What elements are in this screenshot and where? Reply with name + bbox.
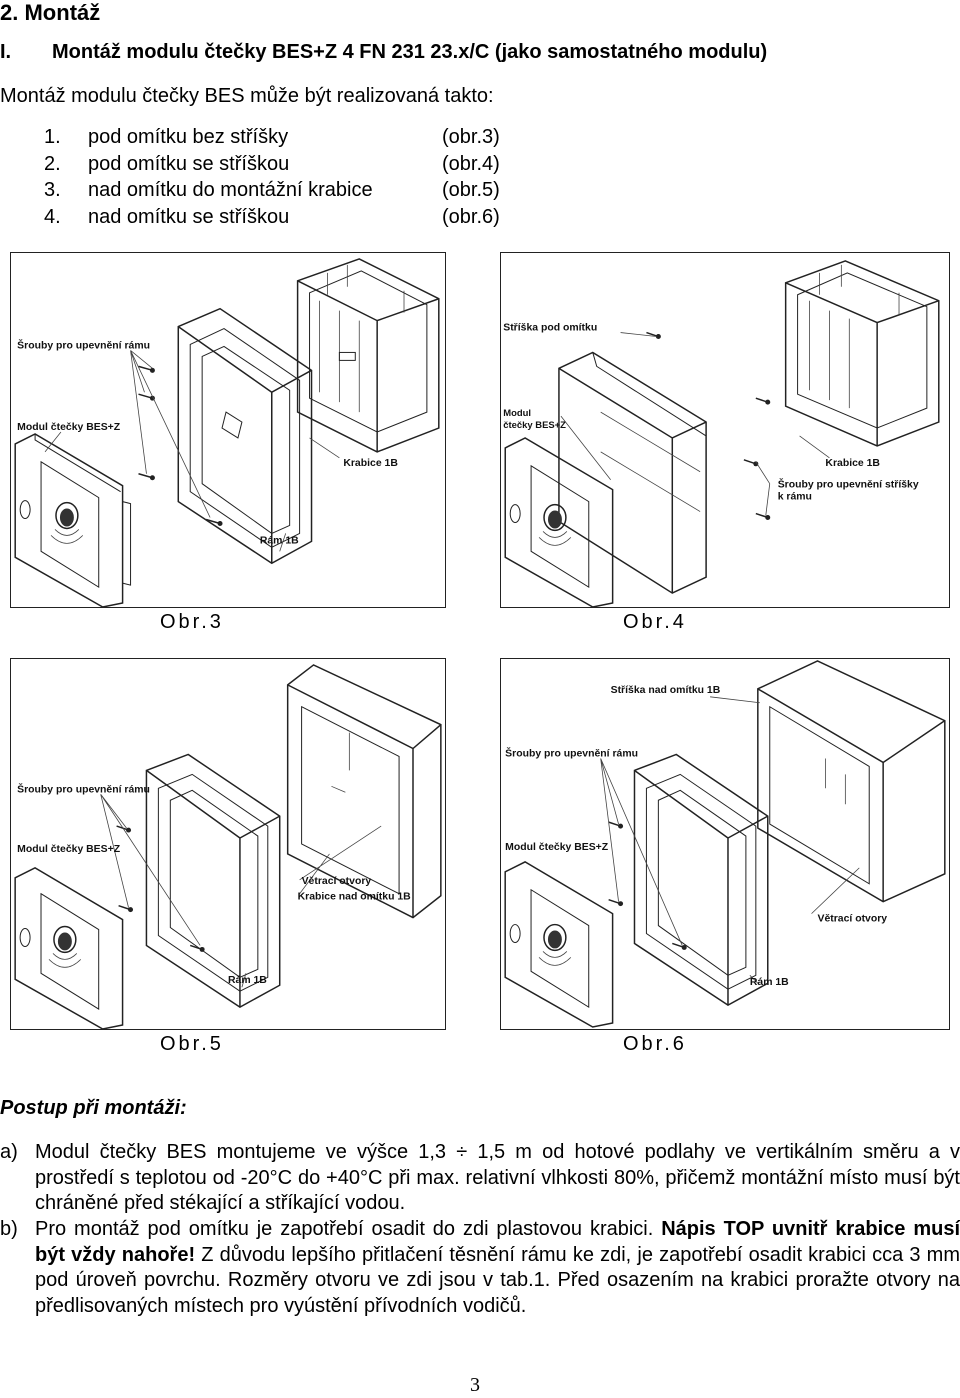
procedure-item-a: a) Modul čtečky BES montujeme ve výšce 1…: [0, 1140, 960, 1217]
surface-box-drawing: [286, 664, 442, 919]
drawing-obr-5: Šrouby pro upevnění rámu Modul čtečky BE…: [14, 664, 442, 1029]
list-item-ref: (obr.4): [442, 152, 500, 175]
drawing-obr-6: Stříška nad omítku 1B Šrouby pro upevněn…: [504, 660, 946, 1028]
label-box: Krabice 1B: [343, 458, 398, 469]
caption-obr-5: Obr.5: [160, 1033, 224, 1055]
drawing-obr-4: Stříška pod omítku Modul čtečky BES+Z Kr…: [503, 260, 940, 607]
label-module-1: Modul: [503, 408, 531, 419]
wall-box-drawing: [296, 258, 440, 453]
screws-drawing: [608, 821, 687, 950]
caption-obr-6: Obr.6: [623, 1033, 687, 1055]
list-item-ref: (obr.6): [442, 205, 500, 228]
label-roof: Stříška nad omítku 1B: [611, 685, 721, 696]
page-number: 3: [470, 1374, 480, 1396]
list-item-text: pod omítku bez stříšky: [88, 126, 289, 148]
section-title: Montáž: [24, 0, 101, 25]
procedure-text-part: Pro montáž pod omítku je zapotřebí osadi…: [35, 1218, 662, 1240]
list-item-ref: (obr.5): [442, 179, 500, 201]
reader-module-drawing: [504, 861, 614, 1028]
reader-module-drawing: [14, 867, 124, 1029]
label-screws: Šrouby pro upevnění rámu: [505, 746, 638, 759]
figure-obr-4: Stříška pod omítku Modul čtečky BES+Z Kr…: [500, 252, 950, 608]
list-item-ref: (obr.3): [442, 126, 500, 148]
section-number: 2.: [0, 0, 19, 25]
procedure-heading: Postup při montáži:: [0, 1097, 187, 1119]
label-screws: Šrouby pro upevnění rámu: [17, 782, 150, 795]
subsection-number: I.: [0, 41, 12, 63]
wall-box-drawing: [784, 260, 940, 447]
subsection-title: Montáž modulu čtečky BES+Z 4 FN 231 23.x…: [52, 41, 768, 63]
list-item: 2. pod omítku se stříškou (obr.4): [44, 151, 500, 178]
procedure-text-part: Z důvodu lepšího přitlačení těsnění rámu…: [35, 1243, 960, 1317]
list-item-number: 1.: [44, 126, 61, 148]
list-item: 1. pod omítku bez stříšky (obr.3): [44, 124, 500, 151]
label-module: Modul čtečky BES+Z: [505, 842, 609, 853]
section-heading: 2. Montáž: [0, 0, 100, 26]
label-vents: Větrací otvory: [818, 914, 888, 925]
frame-drawing: [145, 753, 281, 1008]
roof-drawing: [757, 660, 946, 903]
list-item-number: 2.: [44, 152, 61, 175]
label-roof: Stříška pod omítku: [503, 323, 597, 334]
caption-obr-3: Obr.3: [160, 611, 224, 633]
list-item-text: pod omítku se stříškou: [88, 152, 290, 175]
caption-obr-4: Obr.4: [623, 611, 687, 633]
list-item-text: nad omítku se stříškou: [88, 205, 290, 228]
procedure-item-b: b) Pro montáž pod omítku je zapotřebí os…: [0, 1217, 960, 1319]
label-screws: Šrouby pro upevnění rámu: [17, 338, 150, 351]
procedure-marker: b): [0, 1218, 18, 1240]
list-item: 3. nad omítku do montážní krabice (obr.5): [44, 177, 500, 204]
reader-module-drawing: [14, 433, 132, 607]
procedure-marker: a): [0, 1141, 18, 1163]
intro-text: Montáž modulu čtečky BES může být realiz…: [0, 85, 494, 107]
figure-obr-5: Šrouby pro upevnění rámu Modul čtečky BE…: [10, 658, 446, 1030]
frame-drawing: [177, 307, 313, 565]
label-screws-2: k rámu: [778, 492, 812, 503]
list-item-number: 3.: [44, 179, 61, 201]
label-module-2: čtečky BES+Z: [503, 420, 566, 431]
label-box: Krabice nad omítku 1B: [298, 892, 412, 903]
list-item-text: nad omítku do montážní krabice: [88, 179, 373, 201]
drawing-obr-3: Šrouby pro upevnění rámu Modul čtečky BE…: [14, 258, 440, 607]
frame-drawing: [633, 753, 769, 1006]
mounting-options-list: 1. pod omítku bez stříšky (obr.3) 2. pod om…: [44, 124, 500, 230]
list-item: 4. nad omítku se stříškou (obr.6): [44, 204, 500, 231]
screws-drawing: [116, 825, 205, 952]
reader-module-drawing: [504, 437, 614, 607]
label-box: Krabice 1B: [825, 458, 880, 469]
subsection-heading: I. Montáž modulu čtečky BES+Z 4 FN 231 23…: [0, 40, 767, 64]
label-frame: Rám 1B: [228, 975, 267, 986]
label-module: Modul čtečky BES+Z: [17, 422, 121, 433]
label-vents: Větrací otvory: [302, 876, 372, 887]
figure-obr-6: Stříška nad omítku 1B Šrouby pro upevněn…: [500, 658, 950, 1030]
label-module: Modul čtečky BES+Z: [17, 844, 121, 855]
screws-drawing: [646, 331, 771, 520]
roof-drawing: [558, 351, 707, 594]
label-frame: Rám 1B: [750, 977, 789, 988]
screws-drawing: [138, 365, 223, 526]
procedure-text: Pro montáž pod omítku je zapotřebí osadi…: [35, 1217, 960, 1319]
list-item-number: 4.: [44, 205, 61, 228]
figure-obr-3: Šrouby pro upevnění rámu Modul čtečky BE…: [10, 252, 446, 608]
label-screws-1: Šrouby pro upevnění stříšky: [778, 478, 919, 491]
label-frame: Rám 1B: [260, 535, 299, 546]
procedure-text: Modul čtečky BES montujeme ve výšce 1,3 …: [35, 1141, 960, 1214]
procedure-text-emphasis: Nápis TOP uvnitř krabice musí být vždy n…: [35, 1218, 960, 1266]
